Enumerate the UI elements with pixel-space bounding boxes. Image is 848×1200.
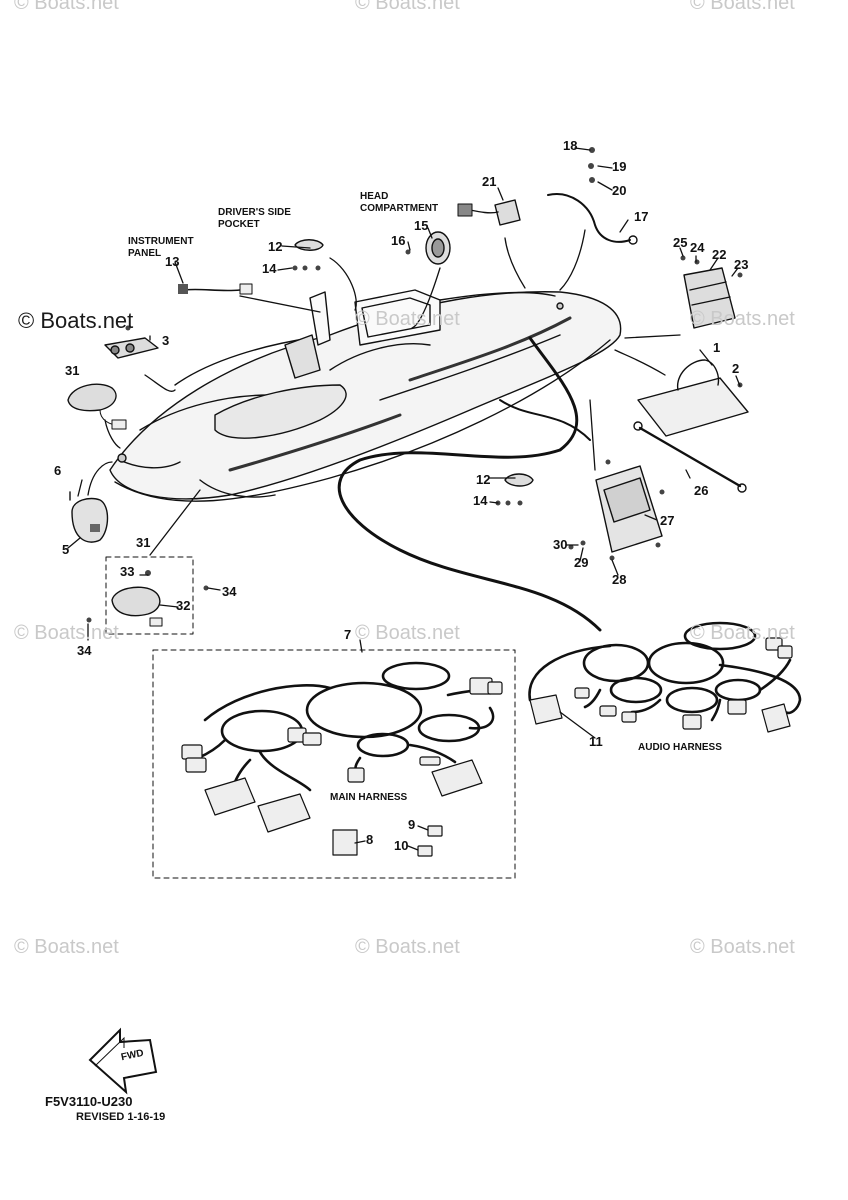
callout-1: 1 xyxy=(713,340,721,355)
revision-date: REVISED 1-16-19 xyxy=(76,1111,166,1123)
watermark: © Boats.net xyxy=(14,622,119,644)
callout-30: 30 xyxy=(553,537,568,552)
caption-drivers-side-pocket: DRIVER'S SIDE POCKET xyxy=(218,207,291,230)
callout-22: 22 xyxy=(712,247,727,262)
callout-12: 12 xyxy=(476,472,491,487)
watermark: © Boats.net xyxy=(355,308,460,330)
watermark: © Boats.net xyxy=(690,0,795,14)
callout-7: 7 xyxy=(344,627,352,642)
watermark-primary: © Boats.net xyxy=(18,308,134,333)
watermark: © Boats.net xyxy=(14,936,119,958)
callout-18: 18 xyxy=(563,138,578,153)
part-12-mid xyxy=(504,473,534,487)
fwd-arrow xyxy=(88,1027,158,1095)
callout-16: 16 xyxy=(391,233,406,248)
callout-27: 27 xyxy=(660,513,675,528)
callout-11: 11 xyxy=(589,734,603,749)
leader-lines xyxy=(67,147,741,851)
watermark: © Boats.net xyxy=(355,936,460,958)
audio-harness-connectors xyxy=(529,637,793,733)
callout-15: 15 xyxy=(414,218,429,233)
main-harness-connectors xyxy=(181,677,503,857)
callout-5: 5 xyxy=(62,542,70,557)
callout-29: 29 xyxy=(574,555,589,570)
watermark: © Boats.net xyxy=(690,936,795,958)
watermark: © Boats.net xyxy=(690,308,795,330)
diagram-code: F5V3110-U230 xyxy=(45,1094,133,1109)
watermark: © Boats.net xyxy=(14,0,119,14)
caption-audio-harness: AUDIO HARNESS xyxy=(638,742,722,753)
callout-32: 32 xyxy=(176,598,191,613)
routing-cable xyxy=(337,336,602,632)
callout-23: 23 xyxy=(734,257,749,272)
part-13 xyxy=(184,288,241,292)
callout-34: 34 xyxy=(222,584,237,599)
callout-26: 26 xyxy=(694,483,709,498)
callout-14: 14 xyxy=(262,261,277,276)
part-21 xyxy=(494,199,521,226)
callout-31: 31 xyxy=(65,363,80,378)
callout-3: 3 xyxy=(162,333,170,348)
callout-17: 17 xyxy=(634,209,649,224)
callout-34: 34 xyxy=(77,643,92,658)
callout-8: 8 xyxy=(366,832,374,847)
part-1 xyxy=(637,377,749,437)
callout-14: 14 xyxy=(473,493,488,508)
light-32 xyxy=(111,586,161,617)
callout-19: 19 xyxy=(612,159,627,174)
callout-12: 12 xyxy=(268,239,283,254)
light-5 xyxy=(71,497,109,543)
fasteners xyxy=(86,147,743,623)
part-26 xyxy=(638,426,742,488)
callout-10: 10 xyxy=(394,838,409,853)
part-12-top xyxy=(294,239,324,251)
boat-hull xyxy=(109,289,622,502)
watermark: © Boats.net xyxy=(355,622,460,644)
light-31-top xyxy=(67,383,117,412)
callout-25: 25 xyxy=(673,235,688,250)
callout-13: 13 xyxy=(165,254,180,269)
watermark: © Boats.net xyxy=(355,0,460,14)
callout-31: 31 xyxy=(136,535,151,550)
part-31-box xyxy=(105,556,194,635)
callout-20: 20 xyxy=(612,183,627,198)
main-harness-box xyxy=(152,649,516,879)
callout-33: 33 xyxy=(120,564,135,579)
callout-24: 24 xyxy=(690,240,705,255)
caption-instrument-panel: INSTRUMENT PANEL xyxy=(128,236,194,259)
part-17 xyxy=(547,193,631,243)
callout-21: 21 xyxy=(482,174,497,189)
callout-9: 9 xyxy=(408,817,416,832)
caption-head-compartment: HEAD COMPARTMENT xyxy=(360,191,439,214)
watermark: © Boats.net xyxy=(690,622,795,644)
callout-28: 28 xyxy=(612,572,627,587)
callout-2: 2 xyxy=(732,361,740,376)
caption-main-harness: MAIN HARNESS xyxy=(330,792,408,803)
callout-6: 6 xyxy=(54,463,62,478)
routing-cable-2 xyxy=(499,399,591,441)
